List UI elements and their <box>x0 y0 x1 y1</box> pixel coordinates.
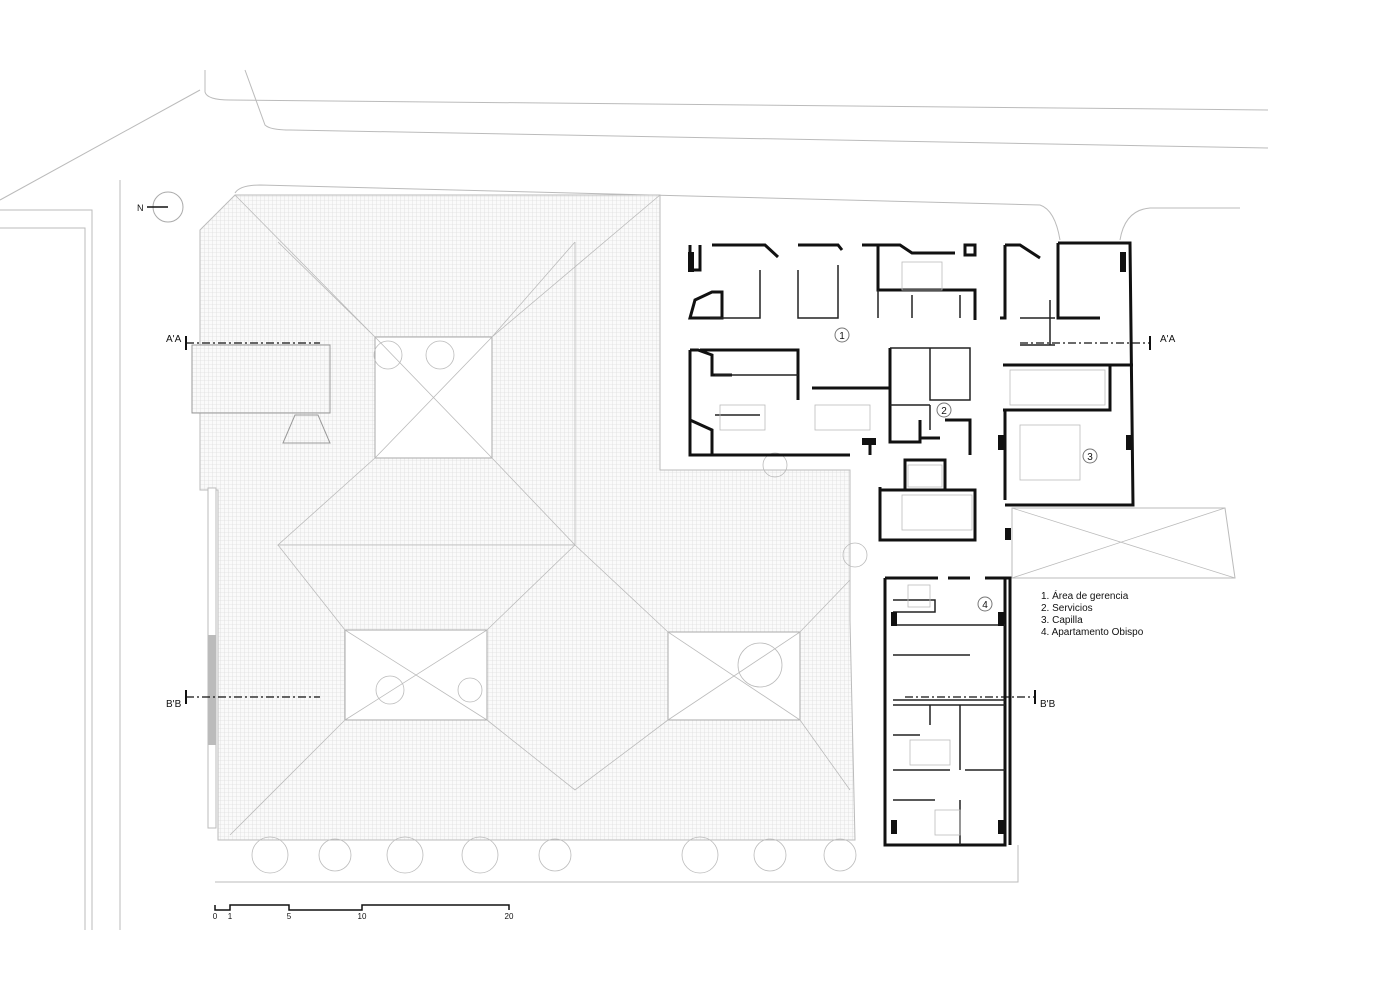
room-marker-1: 1 <box>839 331 845 342</box>
legend-item: 4. Apartamento Obispo <box>1041 627 1144 638</box>
section-label-b-right: B'B <box>1040 699 1056 710</box>
legend-item: 1. Área de gerencia <box>1041 591 1129 602</box>
existing-roof <box>191 194 856 841</box>
scale-tick-10: 10 <box>358 912 367 921</box>
legend-item: 2. Servicios <box>1041 603 1093 614</box>
section-lines <box>186 342 1150 698</box>
room-marker-4: 4 <box>982 600 988 611</box>
room-marker-3: 3 <box>1087 452 1093 463</box>
scale-tick-5: 5 <box>287 912 292 921</box>
scale-bar: 0 1 5 10 20 <box>213 904 514 921</box>
north-arrow: N <box>137 191 184 223</box>
trees <box>251 340 868 874</box>
scale-tick-1: 1 <box>228 912 233 921</box>
section-label-a-right: A'A <box>1160 334 1176 345</box>
section-label-b-left: B'B <box>166 699 182 710</box>
furniture <box>719 261 1106 836</box>
north-label: N <box>137 203 144 213</box>
scale-tick-0: 0 <box>213 912 218 921</box>
section-label-a-left: A'A <box>166 334 182 345</box>
legend: 1. Área de gerencia 2. Servicios 3. Capi… <box>1041 591 1143 639</box>
scale-tick-20: 20 <box>505 912 514 921</box>
legend-item: 3. Capilla <box>1041 615 1083 626</box>
room-marker-2: 2 <box>941 406 947 417</box>
new-building <box>688 241 1135 847</box>
entrance-canopy <box>1011 507 1236 579</box>
room-markers: 1 2 3 4 <box>834 327 1098 612</box>
